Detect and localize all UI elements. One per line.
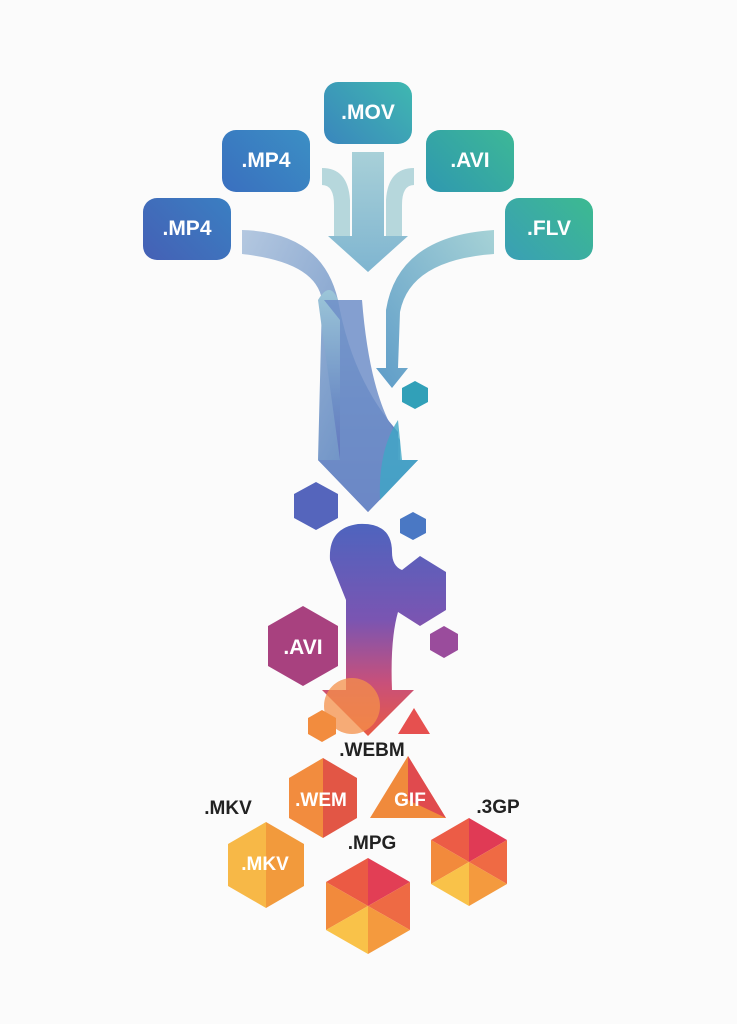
avi-hex-label: .AVI: [283, 636, 322, 659]
hex-avi: [268, 606, 338, 686]
top-arrow: [328, 152, 408, 272]
input-badge-mp4-upper: .MP4: [222, 130, 310, 192]
mkv-caption: .MKV: [204, 798, 252, 819]
wem-hex-label: .WEM: [295, 790, 347, 811]
input-badge-mov: .MOV: [324, 82, 412, 144]
input-badge-label: .MOV: [341, 101, 395, 124]
right-flow: [376, 230, 494, 388]
input-badge-label: .MP4: [241, 149, 291, 172]
gif-triangle-label: GIF: [394, 790, 426, 811]
hex-small-teal: [402, 381, 428, 409]
input-badge-mp4-lower: .MP4: [143, 198, 231, 260]
input-badge-label: .MP4: [162, 217, 212, 240]
hex-mkv-right: [266, 822, 304, 908]
triangle-gif-shade: [408, 756, 446, 818]
3gp-caption: .3GP: [476, 797, 520, 818]
left-flow: [242, 230, 350, 460]
curl-left: [322, 168, 350, 240]
hex-blue-left: [294, 482, 338, 530]
triangle-red-small: [398, 708, 430, 734]
input-badge-label: .AVI: [450, 149, 490, 172]
hex-mkv-left: [228, 822, 266, 908]
main-arrow-accent: [379, 420, 418, 500]
hex-blue-small: [400, 512, 426, 540]
mpg-caption: .MPG: [348, 833, 397, 854]
hex-purple-small: [430, 626, 458, 658]
input-badge-label: .FLV: [527, 217, 571, 240]
hex-orange-small: [308, 710, 336, 742]
input-badge-avi: .AVI: [426, 130, 514, 192]
curl-right: [386, 168, 414, 240]
hex-3gp: [431, 818, 507, 906]
mkv-hex-label: .MKV: [241, 854, 289, 875]
input-badge-flv: .FLV: [505, 198, 593, 260]
hex-wem-left: [323, 758, 357, 838]
hex-mpg: [326, 858, 410, 954]
hex-wem-right: [289, 758, 323, 838]
webm-caption: .WEBM: [339, 740, 404, 761]
blob-highlight: [324, 678, 380, 734]
